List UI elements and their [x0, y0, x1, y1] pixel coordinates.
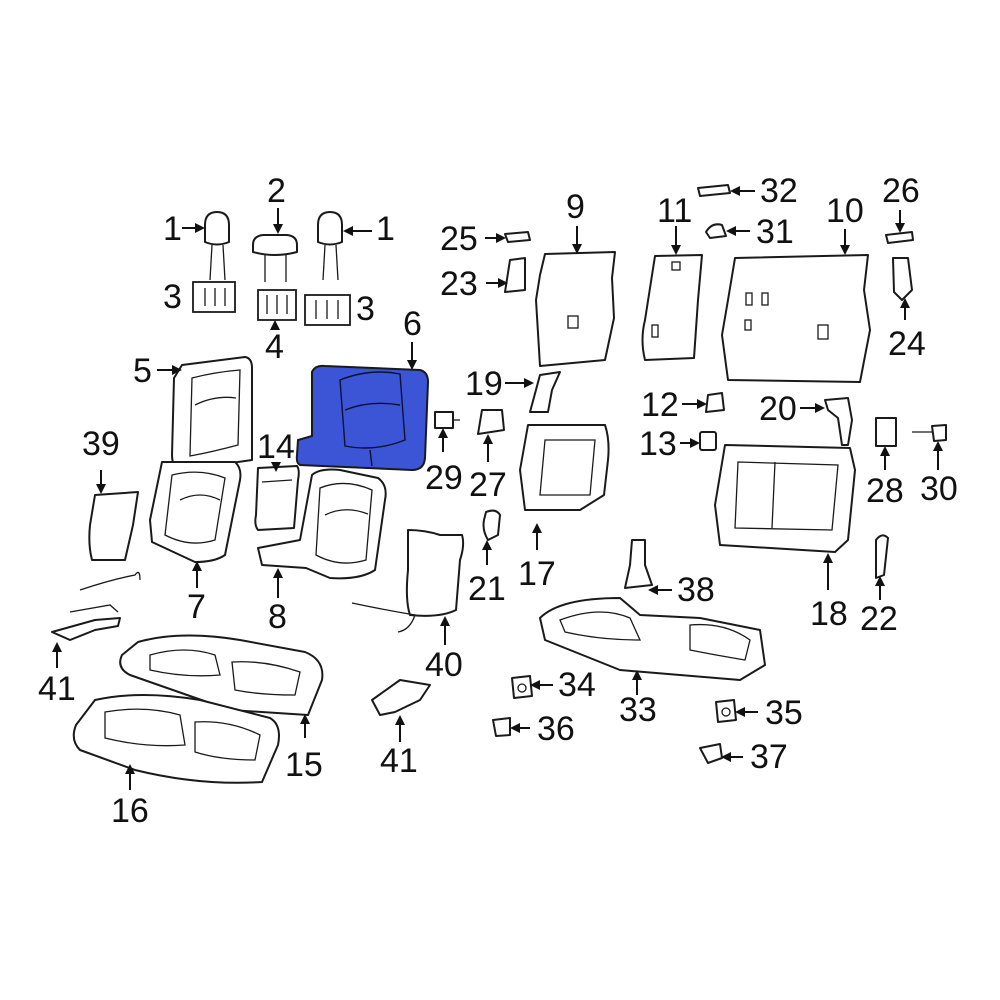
latch-34 [511, 675, 533, 699]
seat-back-panel-right [721, 254, 871, 383]
seat-back-frame-left [519, 424, 610, 511]
seat-back-pad-right [257, 468, 387, 580]
callout-c18: 18 [810, 595, 848, 633]
cap-13 [699, 431, 717, 451]
callout-c38: 38 [677, 571, 715, 609]
callout-c4: 4 [265, 328, 284, 366]
seat-back-frame-right [714, 444, 856, 553]
callout-c28: 28 [866, 472, 904, 510]
callout-c24: 24 [888, 325, 926, 363]
seat-back-cover-left [171, 356, 253, 471]
callout-c9: 9 [566, 188, 585, 226]
callout-c19: 19 [465, 365, 503, 403]
plate-28 [875, 417, 897, 447]
leader-lines [52, 186, 943, 790]
seat-back-heater-mat [79, 491, 141, 591]
trim-cover-32 [697, 184, 731, 197]
headrest-guide-set-center [257, 289, 297, 321]
callout-c29: 29 [425, 459, 463, 497]
callout-c36: 36 [537, 710, 575, 748]
cushion-bracket-right [371, 679, 431, 716]
callout-c3b: 3 [356, 290, 375, 328]
bezel-31 [705, 223, 727, 239]
callout-c7: 7 [187, 588, 206, 626]
callout-c3a: 3 [163, 278, 182, 316]
callout-c35: 35 [765, 694, 803, 732]
callout-c39: 39 [82, 425, 120, 463]
seat-cushion-cover [119, 634, 324, 716]
cover-37 [699, 743, 723, 764]
hinge-bracket-23 [504, 257, 526, 293]
cushion-bracket-left [51, 604, 121, 641]
bracket-38 [624, 539, 653, 589]
callout-c1b: 1 [376, 210, 395, 248]
callout-c20: 20 [759, 390, 797, 428]
trim-22 [875, 534, 889, 579]
callout-c11: 11 [657, 192, 692, 230]
headrest-center [252, 234, 298, 282]
callout-c40: 40 [425, 646, 463, 684]
callout-c23: 23 [440, 265, 478, 303]
seat-back-panel-center [641, 254, 703, 361]
latch-bracket-19 [529, 371, 561, 413]
callout-c25: 25 [440, 220, 478, 258]
latch-35 [715, 699, 737, 723]
callout-c8: 8 [268, 598, 287, 636]
callout-c34: 34 [558, 666, 596, 704]
callout-c15: 15 [285, 746, 323, 784]
callout-c33: 33 [619, 691, 657, 729]
seat-cushion-frame [539, 597, 766, 681]
bracket-20 [824, 397, 853, 446]
trim-cap-25 [504, 231, 531, 243]
callout-c13: 13 [639, 425, 677, 463]
seat-back-heater-mat-right [351, 529, 465, 633]
callout-c21: 21 [468, 570, 506, 608]
bolt-30 [912, 424, 947, 442]
callout-c16: 16 [111, 792, 149, 830]
seat-back-pad-left [149, 461, 242, 563]
latch-12 [705, 392, 725, 413]
callout-c32: 32 [760, 172, 798, 210]
headrest-guide-set-right [304, 294, 351, 326]
callout-c31: 31 [756, 213, 794, 251]
clip-part-21 [482, 509, 501, 541]
callout-c41a: 41 [38, 670, 76, 708]
callout-c17: 17 [518, 555, 556, 593]
highlighted-part [295, 364, 430, 472]
callout-c27: 27 [469, 466, 507, 504]
seat-back-panel-left [535, 251, 616, 367]
callout-c6: 6 [403, 305, 422, 343]
headrest-left [204, 211, 230, 281]
headrest-right [317, 211, 343, 281]
callout-c1a: 1 [163, 210, 182, 248]
callout-c37: 37 [750, 738, 788, 776]
callout-c2: 2 [267, 172, 286, 210]
bracket-part-27 [477, 409, 505, 435]
seat-cushion-pad [72, 694, 280, 784]
callout-c10: 10 [826, 192, 864, 230]
callout-c30: 30 [920, 470, 958, 508]
latch-part-29 [434, 411, 460, 429]
callout-c22: 22 [860, 600, 898, 638]
hinge-24 [892, 257, 913, 301]
callout-c14: 14 [257, 428, 295, 466]
callout-labels: 1 1 2 3 3 4 5 6 7 8 9 10 11 12 13 14 15 … [38, 172, 958, 830]
headrest-guide-set-left [192, 281, 236, 313]
cap-26 [885, 231, 914, 244]
callout-c12: 12 [641, 386, 679, 424]
seat-back-cushion-highlighted [295, 364, 430, 472]
callout-c26: 26 [882, 172, 920, 210]
callout-c41b: 41 [380, 742, 418, 780]
callout-c5: 5 [133, 352, 152, 390]
cover-36 [492, 717, 511, 737]
armrest-door-panel [254, 465, 300, 531]
